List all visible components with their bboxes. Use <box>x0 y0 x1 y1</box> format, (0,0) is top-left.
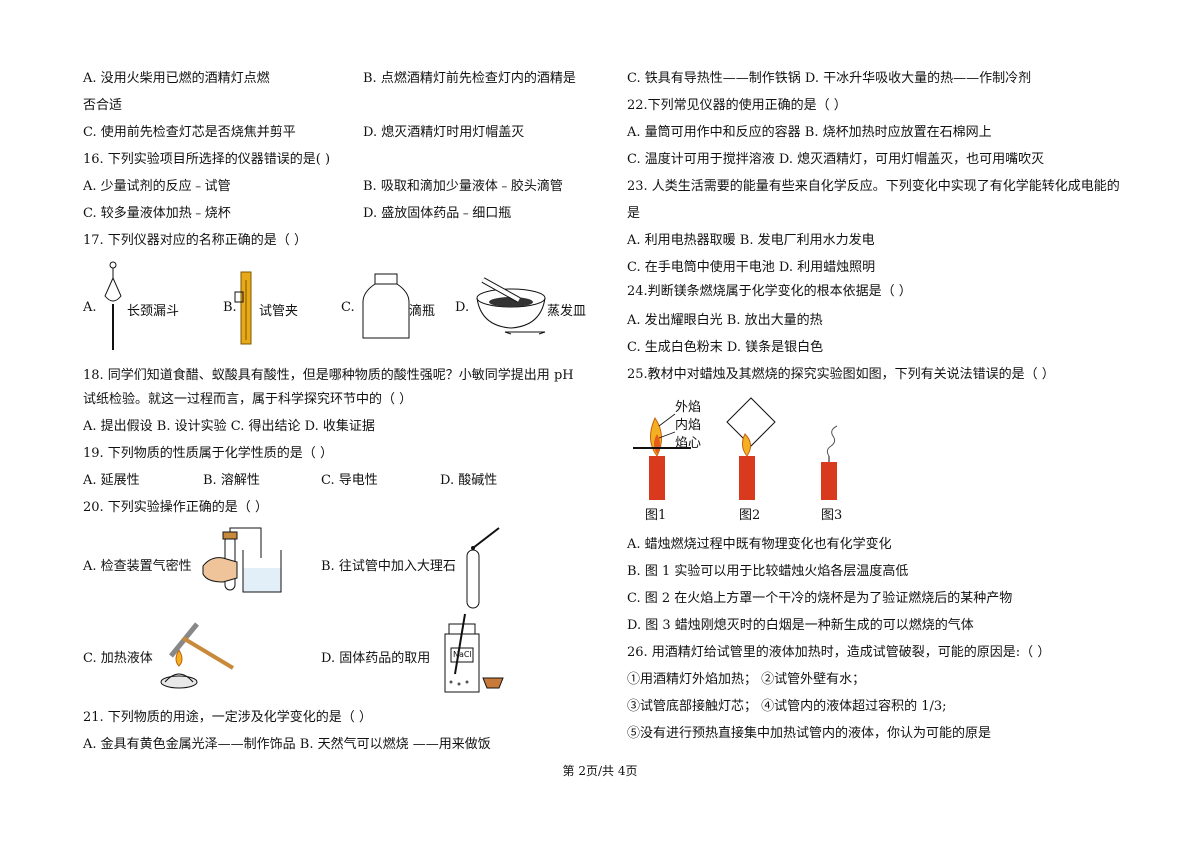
q25-option-a: A. 蜡烛燃烧过程中既有物理变化也有化学变化 <box>627 537 892 552</box>
q25-option-d: D. 图 3 蜡烛刚熄灭时的白烟是一种新生成的可以燃烧的气体 <box>627 618 974 633</box>
question-21: 21. 下列物质的用途，一定涉及化学变化的是（ ） <box>83 710 372 725</box>
wide-mouth-bottle-icon <box>362 273 410 339</box>
q24-options-ab: A. 发出耀眼白光 B. 放出大量的热 <box>627 313 823 328</box>
candle-1-icon <box>649 456 665 500</box>
question-20: 20. 下列实验操作正确的是（ ） <box>83 500 268 515</box>
q26-item-5: ⑤没有进行预热直接集中加热试管内的液体，你认为可能的原是 <box>627 726 992 741</box>
flame-outer-label: 外焰 <box>675 400 702 415</box>
q17-a-letter: A. <box>83 300 97 315</box>
mortar-and-pestle-icon <box>476 277 546 335</box>
airtightness-check-apparatus-icon <box>202 527 282 593</box>
q20-option-b: B. 往试管中加入大理石 <box>321 559 456 574</box>
q25-option-c: C. 图 2 在火焰上方罩一个干冷的烧杯是为了验证燃烧后的某种产物 <box>627 591 1013 606</box>
q16-option-d: D. 盛放固体药品﹣细口瓶 <box>363 206 512 221</box>
page-number-footer: 第 2页/共 4页 <box>562 764 638 778</box>
q25-option-b: B. 图 1 实验可以用于比较蜡烛火焰各层温度高低 <box>627 564 909 579</box>
q20-option-a: A. 检查装置气密性 <box>83 559 192 574</box>
q17-d-letter: D. <box>455 300 470 315</box>
long-neck-funnel-icon <box>104 261 122 350</box>
q17-a-label: 长颈漏斗 <box>127 304 180 319</box>
q17-b-letter: B. <box>223 300 237 315</box>
q16-option-b: B. 吸取和滴加少量液体﹣胶头滴管 <box>363 179 563 194</box>
q21-options-ab: A. 金具有黄色金属光泽——制作饰品 B. 天然气可以燃烧 ——用来做饭 <box>83 737 491 752</box>
q15-option-b: B. 点燃酒精灯前先检查灯内的酒精是 <box>363 71 576 86</box>
q23-options-cd: C. 在手电筒中使用干电池 D. 利用蜡烛照明 <box>627 260 876 275</box>
candle-3-icon <box>821 462 837 500</box>
question-26: 26. 用酒精灯给试管里的液体加热时，造成试管破裂，可能的原因是:（ ） <box>627 645 1051 660</box>
q17-c-letter: C. <box>341 300 355 315</box>
q15-option-b-cont: 否合适 <box>83 98 123 113</box>
q23-options-ab: A. 利用电热器取暖 B. 发电厂利用水力发电 <box>627 233 875 248</box>
question-18-line1: 18. 同学们知道食醋、蚁酸具有酸性，但是哪种物质的酸性强呢？小敏同学提出用 p… <box>83 368 574 383</box>
q19-option-a: A. 延展性 <box>83 473 140 488</box>
q26-items-34: ③试管底部接触灯芯； ④试管内的液体超过容积的 1/3; <box>627 699 947 714</box>
q19-option-c: C. 导电性 <box>321 473 378 488</box>
question-16: 16. 下列实验项目所选择的仪器错误的是( ) <box>83 152 331 167</box>
q17-d-label: 蒸发皿 <box>547 304 587 319</box>
figure-3-caption: 图3 <box>821 508 843 523</box>
q19-option-d: D. 酸碱性 <box>440 473 498 488</box>
q17-c-label: 滴瓶 <box>409 304 436 319</box>
question-19: 19. 下列物质的性质属于化学性质的是（ ） <box>83 446 333 461</box>
white-smoke-icon <box>826 425 838 457</box>
question-17: 17. 下列仪器对应的名称正确的是（ ） <box>83 233 307 248</box>
q20-option-c: C. 加热液体 <box>83 651 153 666</box>
candle-experiment-figure <box>633 397 838 500</box>
test-tube-with-tweezers-icon <box>466 527 500 609</box>
q17-b-label: 试管夹 <box>259 304 299 319</box>
q19-option-b: B. 溶解性 <box>203 473 260 488</box>
solid-reagent-bottle-icon <box>444 613 504 693</box>
question-23-line1: 23. 人类生活需要的能量有些来自化学反应。下列变化中实现了有化学能转化成电能的 <box>627 179 1120 194</box>
figure-2-caption: 图2 <box>739 508 761 523</box>
q22-options-cd: C. 温度计可用于搅拌溶液 D. 熄灭酒精灯，可用灯帽盖灭，也可用嘴吹灭 <box>627 152 1045 167</box>
question-22: 22.下列常见仪器的使用正确的是（ ） <box>627 98 847 113</box>
candle-2-icon <box>739 456 755 500</box>
q18-options: A. 提出假设 B. 设计实验 C. 得出结论 D. 收集证据 <box>83 419 375 434</box>
question-18-line2: 试纸检验。就这一过程而言，属于科学探究环节中的（ ） <box>83 392 413 407</box>
flame-core-label: 焰心 <box>675 436 702 451</box>
figure-1-caption: 图1 <box>645 508 667 523</box>
heating-liquid-icon <box>160 622 235 689</box>
flame-inner-label: 内焰 <box>675 418 702 433</box>
q15-option-d: D. 熄灭酒精灯时用灯帽盖灭 <box>363 125 525 140</box>
nacl-label: NaCl <box>453 650 472 659</box>
q21-options-cd: C. 铁具有导热性——制作铁锅 D. 干冰升华吸收大量的热——作制冷剂 <box>627 71 1032 86</box>
test-tube-holder-icon <box>234 271 252 345</box>
question-24: 24.判断镁条燃烧属于化学变化的根本依据是（ ） <box>627 284 912 299</box>
beaker-over-flame-icon <box>726 397 776 447</box>
q19-options: A. 延展性 B. 溶解性 C. 导电性 D. 酸碱性 <box>83 472 497 490</box>
q26-items-12: ①用酒精灯外焰加热； ②试管外壁有水； <box>627 672 866 687</box>
question-25: 25.教材中对蜡烛及其燃烧的探究实验图如图，下列有关说法错误的是（ ） <box>627 367 1055 382</box>
q20-option-d: D. 固体药品的取用 <box>321 651 431 666</box>
question-23-line2: 是 <box>627 206 641 221</box>
q22-options-ab: A. 量筒可用作中和反应的容器 B. 烧杯加热时应放置在石棉网上 <box>627 125 992 140</box>
q24-options-cd: C. 生成白色粉末 D. 镁条是银白色 <box>627 340 824 355</box>
